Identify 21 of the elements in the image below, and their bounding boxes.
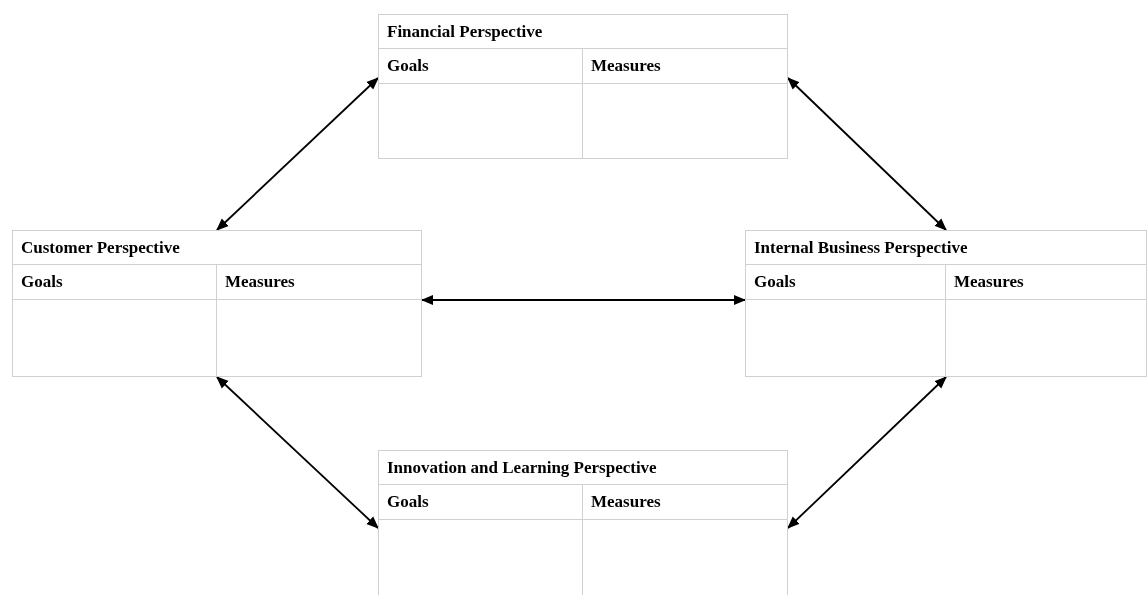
double-arrow [216, 376, 379, 529]
column-header: Goals [754, 271, 796, 294]
table-title: Customer Perspective [21, 236, 180, 259]
double-arrow [787, 77, 947, 231]
double-arrow [420, 294, 747, 306]
perspective-table [12, 230, 422, 377]
perspective-table [378, 14, 788, 159]
column-header: Measures [591, 55, 661, 78]
table-title: Internal Business Perspective [754, 236, 968, 259]
column-header: Goals [387, 55, 429, 78]
column-header: Goals [21, 271, 63, 294]
table-title: Innovation and Learning Perspective [387, 456, 657, 479]
column-header: Measures [225, 271, 295, 294]
double-arrow [787, 376, 947, 529]
perspective-table [378, 450, 788, 595]
perspective-table [745, 230, 1147, 377]
column-header: Measures [954, 271, 1024, 294]
column-header: Goals [387, 491, 429, 514]
column-header: Measures [591, 491, 661, 514]
table-title: Financial Perspective [387, 20, 543, 43]
double-arrow [216, 77, 379, 231]
